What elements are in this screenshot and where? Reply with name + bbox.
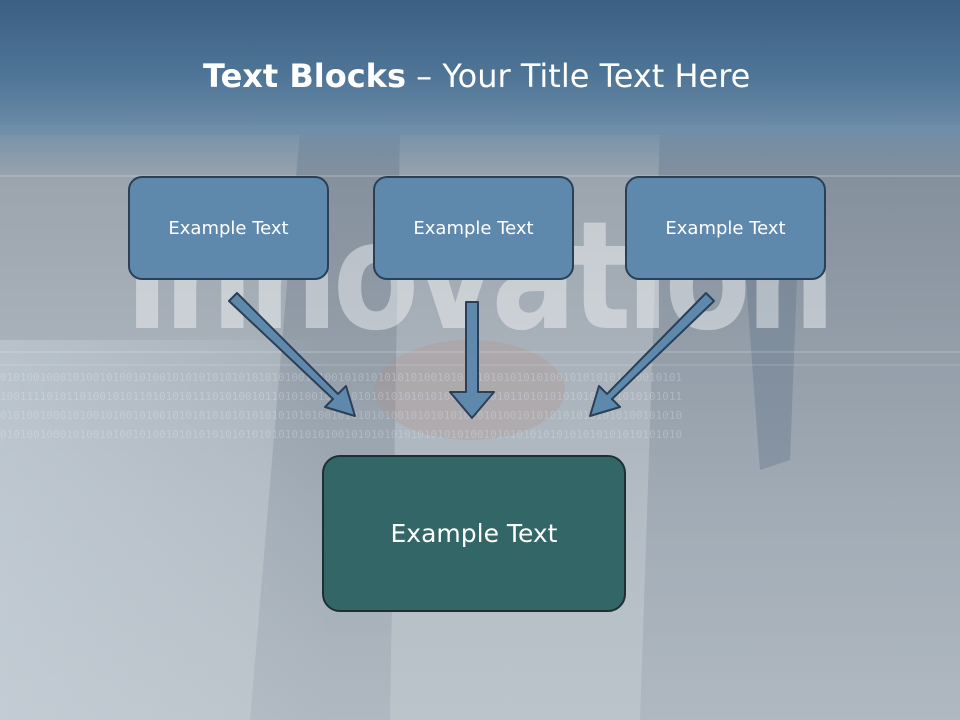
header-fade [0, 125, 960, 180]
text-block-left-label: Example Text [168, 217, 289, 239]
slide-title: Text Blocks – Your Title Text Here [203, 53, 750, 99]
text-block-left[interactable]: Example Text [128, 176, 329, 280]
arrow-down-right-icon [228, 292, 356, 417]
title-dash: – [406, 57, 443, 95]
text-block-right-label: Example Text [665, 217, 786, 239]
text-block-result[interactable]: Example Text [322, 455, 626, 612]
svg-text:010100100010100101001010010101: 0101001000101001010010100101010101010101… [0, 371, 682, 384]
text-block-center[interactable]: Example Text [373, 176, 574, 280]
text-block-result-label: Example Text [390, 519, 558, 548]
title-rest: Your Title Text Here [442, 57, 751, 95]
arrow-down-icon [449, 301, 495, 419]
arrow-down-left-icon [589, 292, 715, 417]
title-bold: Text Blocks [203, 57, 406, 95]
header-band [0, 0, 960, 135]
svg-text:010100100010100101001010010101: 0101001000101001010010100101010101010101… [0, 428, 682, 441]
text-block-right[interactable]: Example Text [625, 176, 826, 280]
text-block-center-label: Example Text [413, 217, 534, 239]
svg-text:010100100010100101001010010101: 0101001000101001010010100101010101010101… [0, 409, 682, 422]
